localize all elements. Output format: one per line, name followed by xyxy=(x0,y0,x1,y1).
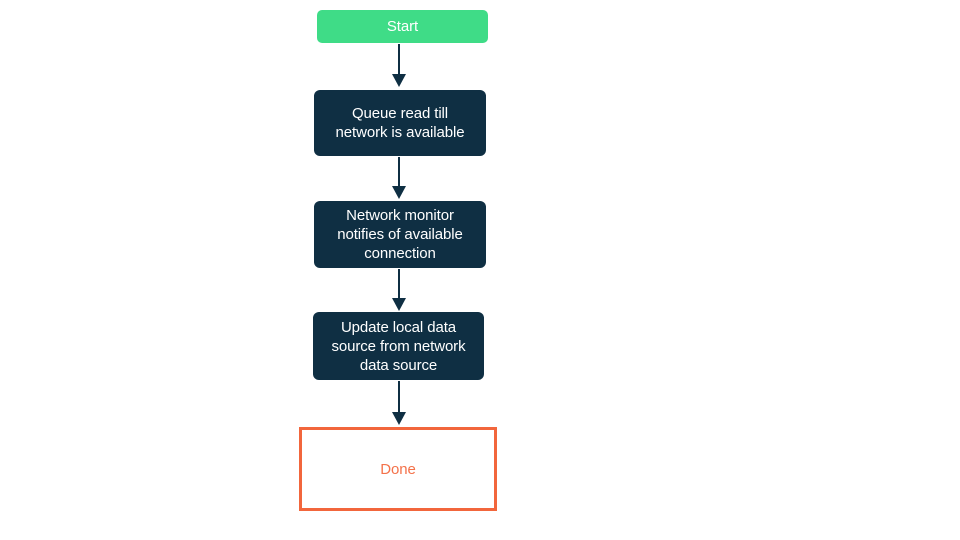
arrow-update-to-done xyxy=(391,381,407,425)
arrow-start-to-queue xyxy=(391,44,407,87)
flowchart-node-queue-read[interactable]: Queue read till network is available xyxy=(314,90,486,156)
flowchart-node-network-monitor[interactable]: Network monitor notifies of available co… xyxy=(314,201,486,268)
flowchart-node-start[interactable]: Start xyxy=(317,10,488,43)
flowchart-node-update-local-data-source[interactable]: Update local data source from network da… xyxy=(313,312,484,380)
arrow-queue-to-monitor xyxy=(391,157,407,199)
arrow-monitor-to-update xyxy=(391,269,407,311)
flowchart-node-done[interactable]: Done xyxy=(299,427,497,511)
